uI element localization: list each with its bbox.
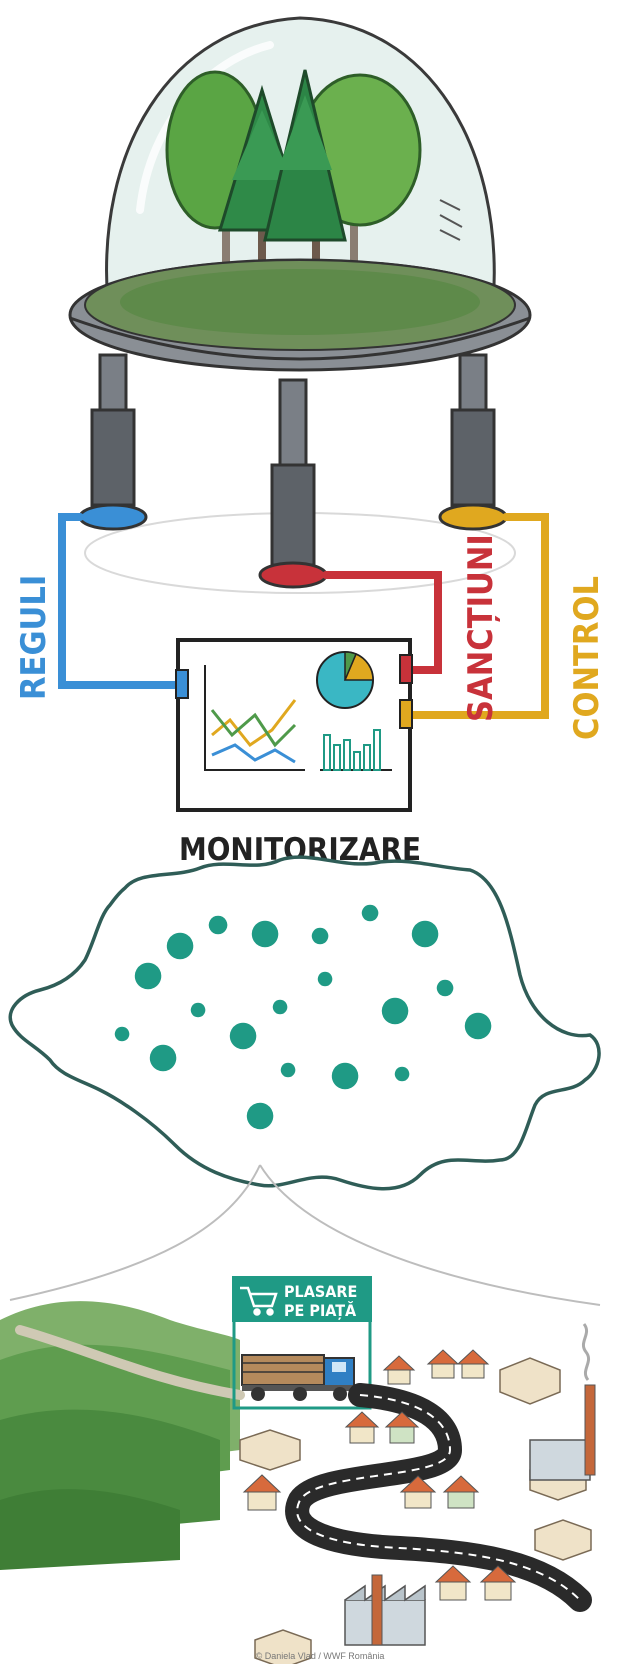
houses [242,1349,517,1601]
camera-pin-icon [463,1011,493,1063]
camera-pin-icon [279,1061,297,1091]
camera-pin-icon [380,996,410,1048]
camera-pin-icon [310,926,330,960]
camera-pin-icon [148,1043,178,1095]
camera-pin-icon [207,914,229,952]
camera-pin-icon [360,903,380,937]
camera-pin-icon [393,1065,411,1095]
house-icon [434,1565,472,1601]
reguli-cable [58,513,184,689]
control-cable [404,513,549,719]
house-icon [382,1355,416,1385]
camera-pin-icon [316,970,334,1000]
control-label: CONTROL [567,576,607,740]
support-legs [90,353,496,567]
camera-pin-icon [245,1101,275,1153]
camera-pin-icon [271,998,289,1028]
house-icon [426,1349,460,1379]
house-icon [442,1475,480,1509]
house-icon [479,1565,517,1601]
house-icon [344,1411,380,1444]
platform [68,258,532,372]
sanctiuni-collar [258,561,328,589]
shopping-cart-icon [240,1286,278,1316]
romania-map-outline [8,855,601,1191]
forest-icon [165,69,422,330]
cone-lines [9,1164,601,1306]
plasare-line1: PLASARE [284,1282,357,1301]
lumber-stacks [239,1357,592,1664]
illustration-credit: © Daniela Vlad / WWF România [256,1651,385,1661]
dashboard-monitor-icon [175,638,413,812]
factory-icon [344,1323,596,1646]
landscape-hills [0,1301,245,1570]
winding-road [285,1383,592,1612]
camera-pin-icon [189,1001,207,1031]
camera-pins [113,903,493,1153]
camera-pin-icon [113,1025,131,1055]
camera-pin-icon [435,978,455,1012]
camera-pin-icon [165,931,195,983]
camera-pin-icon [330,1061,360,1113]
house-icon [384,1411,420,1444]
truck-icon [241,1354,355,1401]
reguli-label: REGULI [14,575,54,700]
control-collar [438,503,508,531]
camera-pin-icon [133,961,163,1013]
sanctiuni-label: SANCȚIUNI [461,534,501,722]
house-icon [456,1349,490,1379]
sanctiuni-cable [322,571,442,674]
reguli-collar [78,503,148,531]
plasare-line2: PE PIAȚĂ [284,1301,357,1320]
house-icon [399,1475,437,1509]
camera-pin-icon [410,919,440,971]
camera-pin-icon [250,919,280,971]
house-icon [242,1474,282,1511]
camera-pin-icon [228,1021,258,1073]
